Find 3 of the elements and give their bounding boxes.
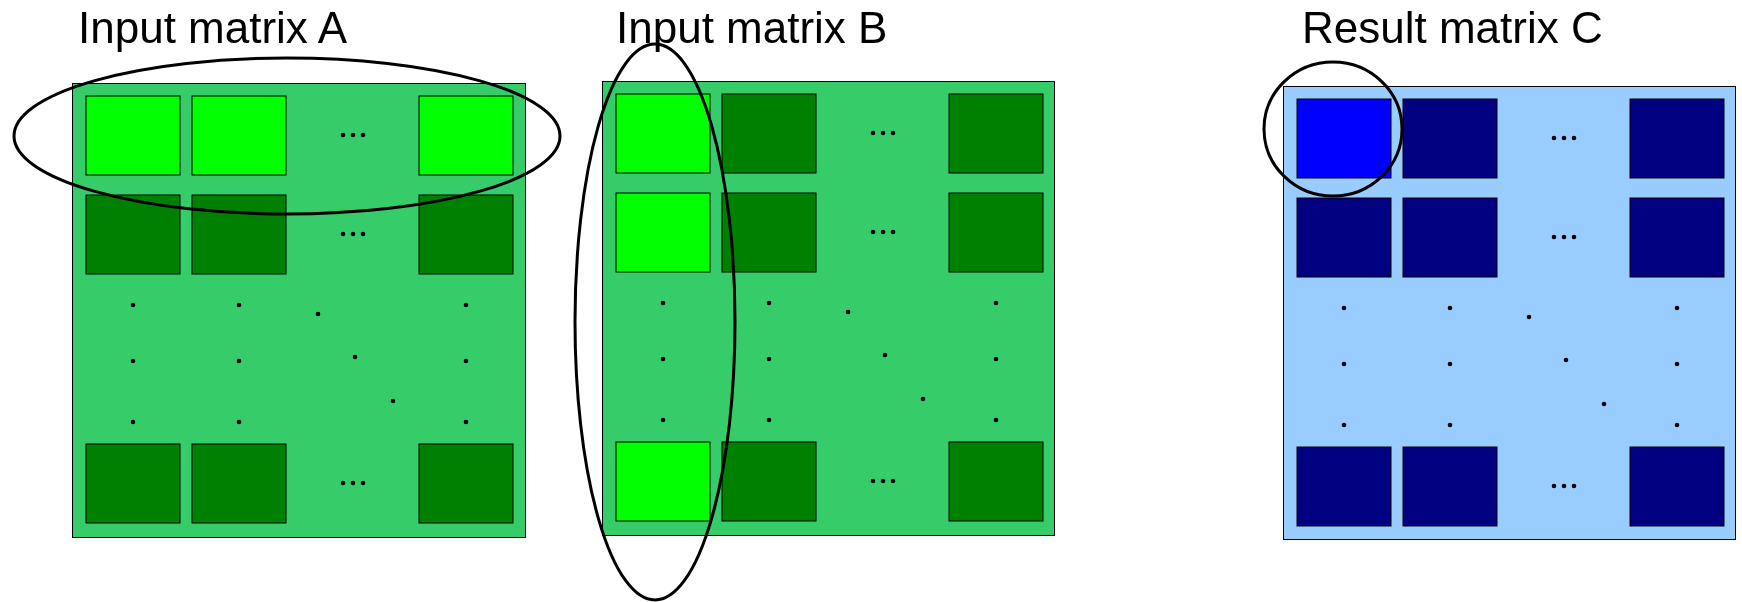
matrix-title: Input matrix A <box>78 3 347 53</box>
matrix-title: Result matrix C <box>1302 3 1603 53</box>
matrix-title: Input matrix B <box>616 3 888 53</box>
